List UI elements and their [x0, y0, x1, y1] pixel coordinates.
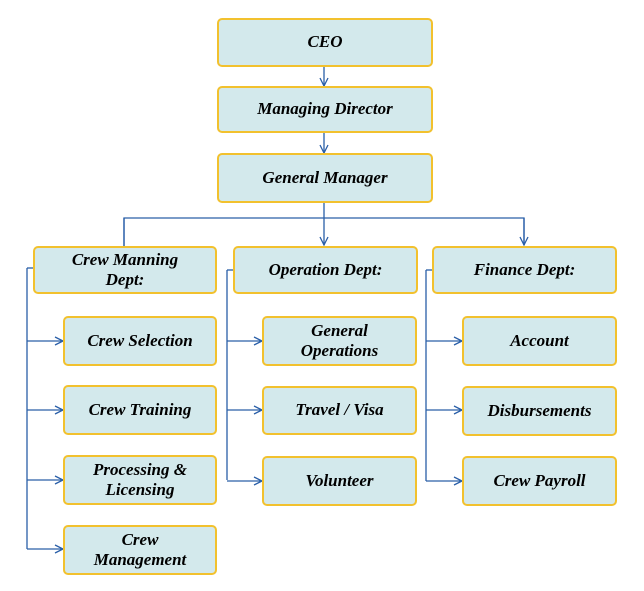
crew-payroll-box: Crew Payroll — [462, 456, 617, 506]
general-manager-box: General Manager — [217, 153, 433, 203]
processing-licensing-box: Processing & Licensing — [63, 455, 217, 505]
operation-dept-box: Operation Dept: — [233, 246, 418, 294]
account-box: Account — [462, 316, 617, 366]
volunteer-box: Volunteer — [262, 456, 417, 506]
crew-management-box: Crew Management — [63, 525, 217, 575]
disbursements-box: Disbursements — [462, 386, 617, 436]
crew-selection-box: Crew Selection — [63, 316, 217, 366]
general-operations-box: General Operations — [262, 316, 417, 366]
crew-manning-dept-box: Crew Manning Dept: — [33, 246, 217, 294]
ceo-box: CEO — [217, 18, 433, 67]
travel-visa-box: Travel / Visa — [262, 386, 417, 435]
crew-training-box: Crew Training — [63, 385, 217, 435]
managing-director-box: Managing Director — [217, 86, 433, 133]
finance-dept-box: Finance Dept: — [432, 246, 617, 294]
